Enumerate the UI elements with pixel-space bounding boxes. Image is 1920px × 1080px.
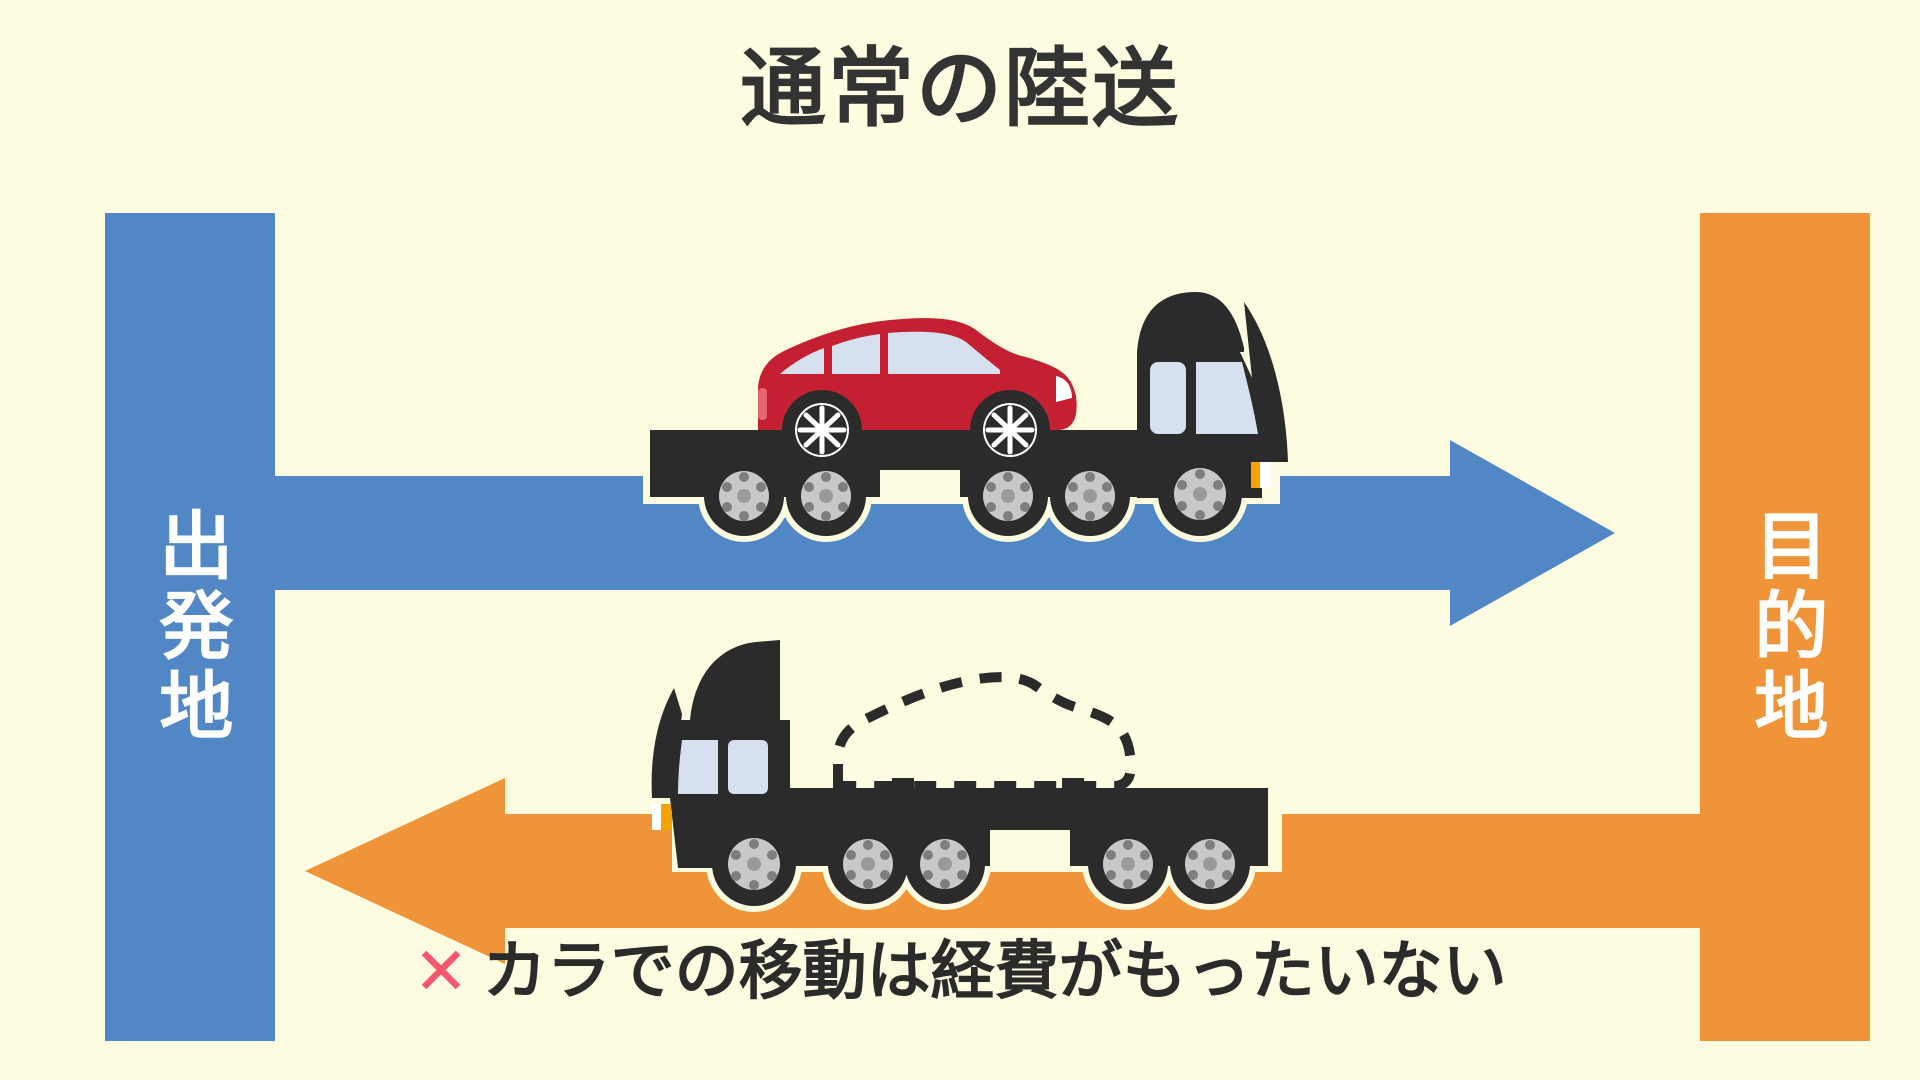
empty-cargo-dashed-outline-icon: [833, 672, 1136, 791]
truck-cab-windows: [1150, 362, 1258, 434]
truck-wheels: [712, 822, 1250, 906]
caption-text: カラでの移動は経費がもったいない: [482, 935, 1507, 1007]
empty-car-carrier-truck: [630, 628, 1320, 928]
destination-bar-label: 目的地: [1743, 507, 1827, 747]
origin-bar: 出発地: [105, 213, 275, 1041]
destination-bar: 目的地: [1700, 213, 1870, 1041]
page-title: 通常の陸送: [740, 41, 1180, 137]
truck-marker-light-icon: [652, 804, 671, 830]
loaded-car-carrier-truck: [640, 282, 1320, 582]
truck-cab-windows: [678, 740, 768, 794]
caption: ✕カラでの移動は経費がもったいない: [0, 938, 1920, 1004]
origin-bar-label: 出発地: [148, 507, 232, 747]
loaded-red-car-icon: [758, 318, 1077, 470]
truck-marker-light-icon: [1251, 462, 1271, 488]
cross-mark-icon: ✕: [413, 934, 469, 1008]
truck-wheels: [704, 452, 1242, 536]
